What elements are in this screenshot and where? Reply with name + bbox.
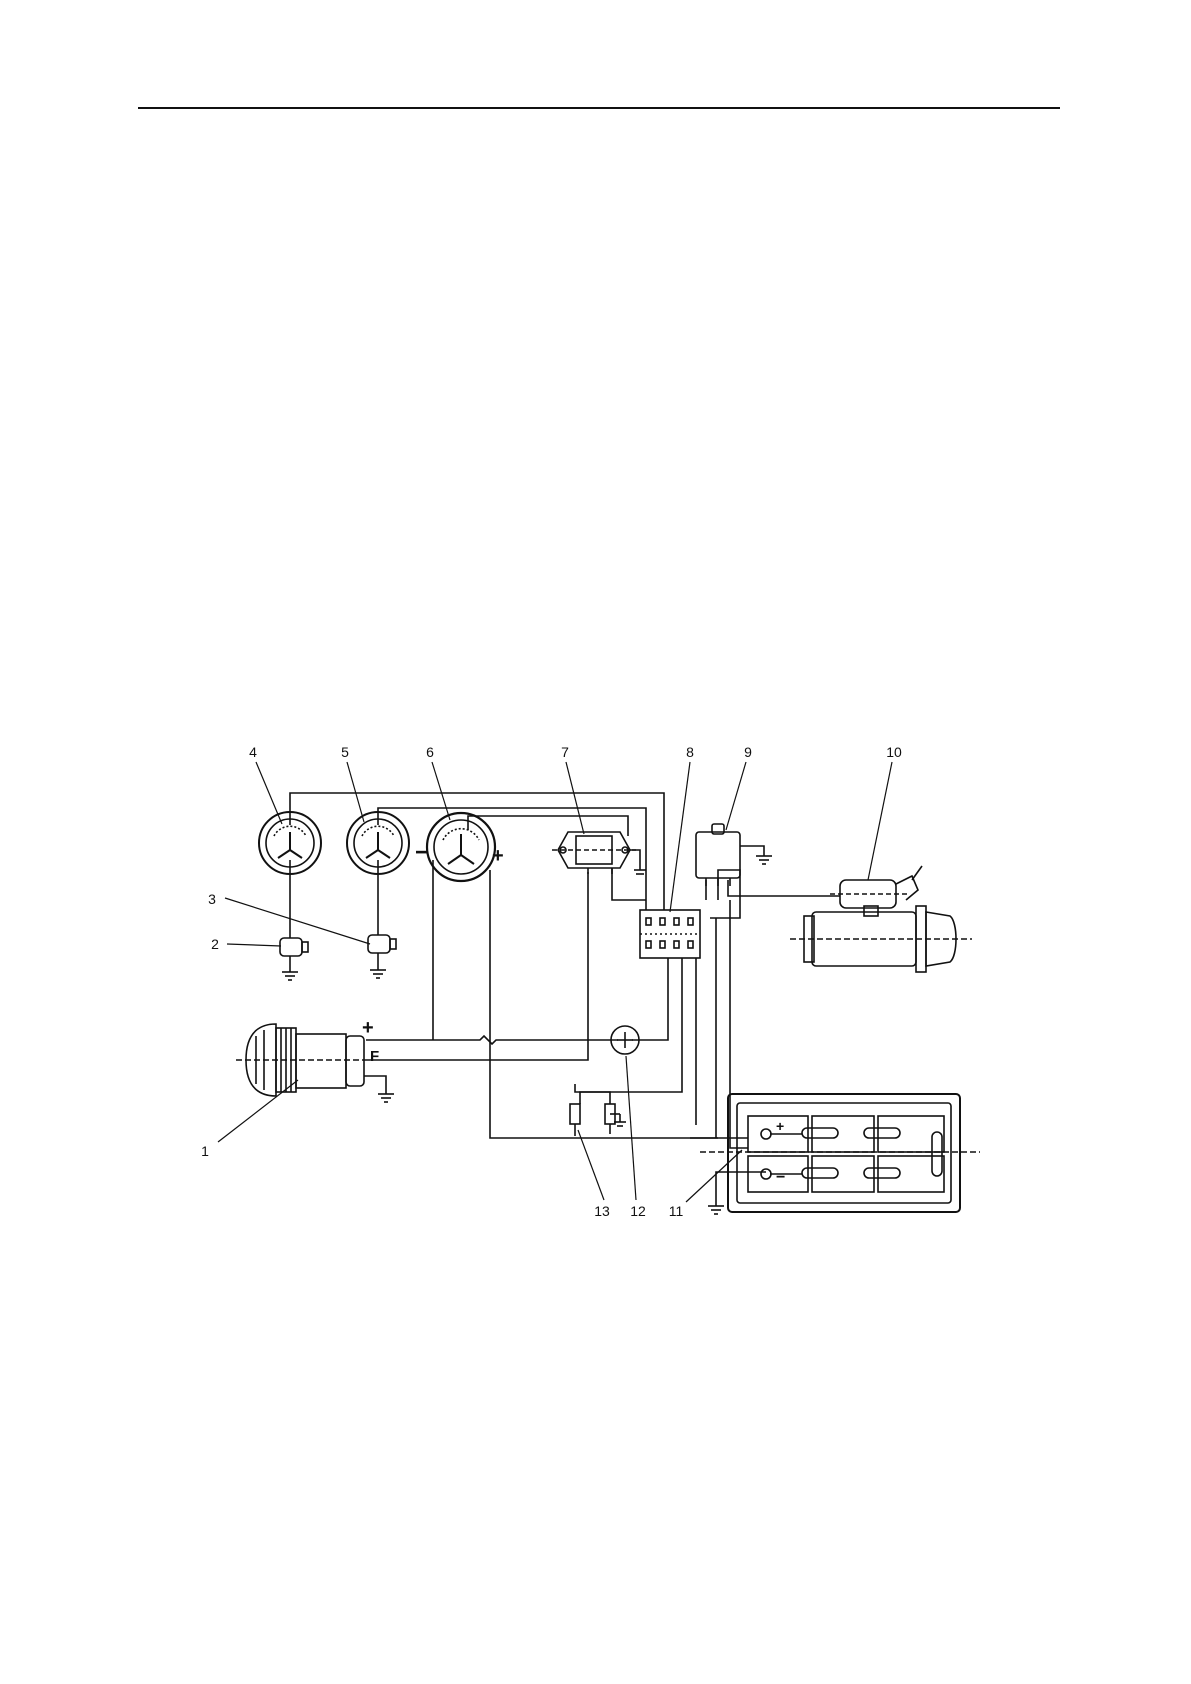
sensor-3-body bbox=[368, 935, 390, 953]
gauge-6-ammeter bbox=[427, 813, 495, 881]
wire-switch-starter bbox=[728, 880, 840, 896]
callout-11: 11 bbox=[669, 1203, 684, 1219]
callout-5: 5 bbox=[341, 744, 349, 760]
voltage-regulator bbox=[552, 832, 646, 874]
callout-9: 9 bbox=[744, 744, 752, 760]
starter-switch bbox=[696, 824, 772, 886]
battery bbox=[700, 1094, 980, 1214]
generator-body bbox=[296, 1034, 346, 1088]
fuse-box bbox=[640, 910, 700, 958]
sensor-2-body bbox=[280, 938, 302, 956]
callout-3: 3 bbox=[208, 891, 216, 907]
generator-plus-mark: + bbox=[362, 1017, 374, 1039]
temperature-sensor bbox=[280, 938, 308, 980]
pressure-sensor bbox=[368, 935, 396, 978]
callout-12: 12 bbox=[630, 1203, 646, 1219]
wire-regulator-out bbox=[612, 868, 646, 900]
starter-motor bbox=[790, 866, 972, 972]
leader-lines bbox=[218, 762, 892, 1202]
callout-4: 4 bbox=[249, 744, 257, 760]
terminal-marks: − + + F + − bbox=[362, 839, 785, 1186]
generator-endcap bbox=[346, 1036, 364, 1086]
wire-gauge4-top bbox=[290, 793, 664, 910]
wire-generator-field bbox=[366, 872, 588, 1060]
battery-plus-mark: + bbox=[776, 1118, 784, 1134]
wire-fuse-glow bbox=[580, 958, 682, 1104]
callout-1: 1 bbox=[201, 1143, 209, 1159]
battery-minus-mark: − bbox=[776, 1169, 785, 1186]
wire-starter-battery-2 bbox=[730, 900, 748, 1148]
gauge-minus-mark: − bbox=[415, 839, 429, 866]
wire-generator-plus bbox=[366, 1036, 618, 1044]
callout-6: 6 bbox=[426, 744, 434, 760]
wires bbox=[290, 793, 840, 1206]
callout-13: 13 bbox=[594, 1203, 610, 1219]
callout-8: 8 bbox=[686, 744, 694, 760]
gauge-plus-mark: + bbox=[492, 845, 504, 867]
callout-10: 10 bbox=[886, 744, 902, 760]
callout-7: 7 bbox=[561, 744, 569, 760]
generator-field-mark: F bbox=[370, 1048, 379, 1065]
wire-lamp-fuse bbox=[632, 958, 668, 1040]
callout-2: 2 bbox=[211, 936, 219, 952]
wire-battery-ground bbox=[716, 1172, 766, 1206]
